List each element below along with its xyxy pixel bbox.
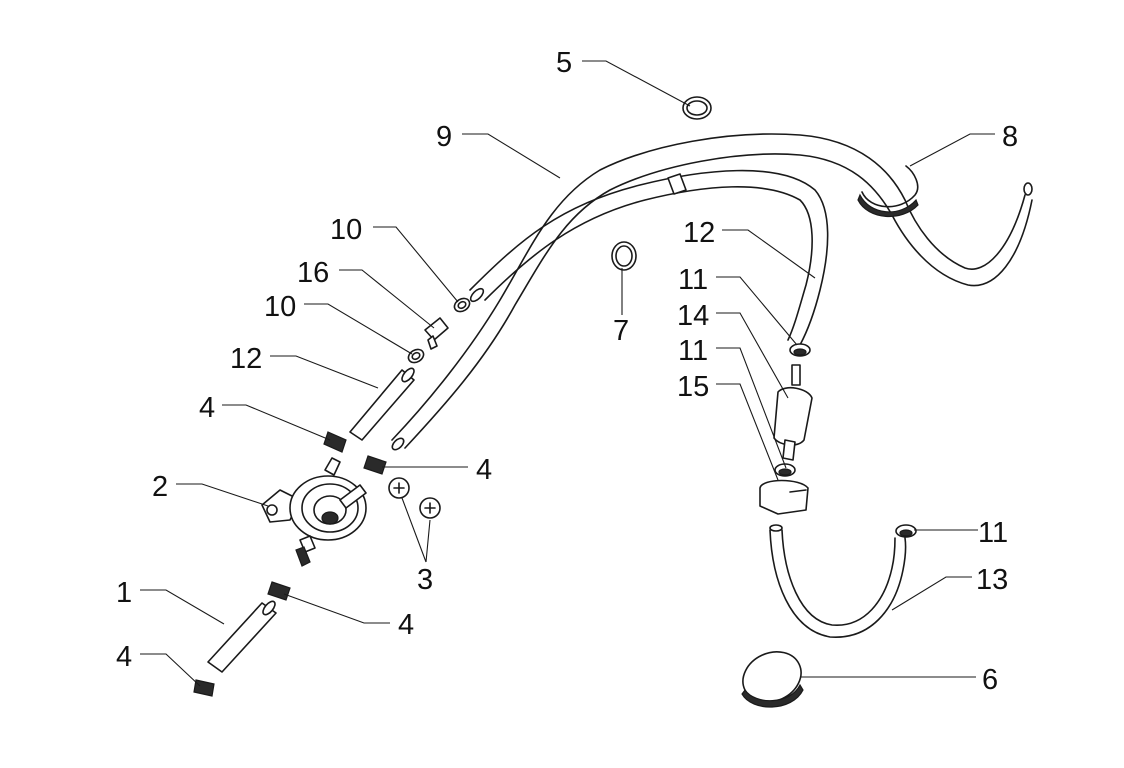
hose-clamp-6 [741,651,804,708]
callout-10-lower: 10 [264,291,296,323]
callout-12-left: 12 [230,343,262,375]
hose-clamp-7 [611,241,637,271]
screw-3-a [388,477,410,499]
hose-clamp-5 [682,96,712,120]
callout-1: 1 [116,577,132,609]
short-hose-12 [349,367,415,441]
callout-11-middle: 11 [678,335,708,367]
clamp-4-bottom [193,679,215,697]
fuel-filter-14 [773,364,813,461]
clamp-11-top [789,343,811,357]
callout-16: 16 [297,257,329,289]
callout-5: 5 [556,47,572,79]
leader-lines [140,60,995,687]
clamp-4-upper-left [323,431,347,453]
callout-labels: 5 9 8 10 16 10 12 12 7 11 14 11 15 4 4 2… [116,47,1018,696]
callout-4-upper-left: 4 [199,392,215,424]
main-fuel-hose [391,133,1033,451]
callout-10-upper: 10 [330,214,362,246]
clamp-4-right [363,455,387,475]
callout-11-bottom: 11 [978,517,1008,549]
screw-3-b [419,497,441,519]
bracket-15 [759,479,809,515]
callout-7: 7 [613,315,629,347]
callout-13: 13 [976,564,1008,596]
callout-15: 15 [677,371,709,403]
clamp-11-middle [774,463,796,477]
callout-3: 3 [417,564,433,596]
callout-8: 8 [1002,121,1018,153]
lower-hose-13 [769,524,907,638]
callout-12-right: 12 [683,217,715,249]
callout-9: 9 [436,121,452,153]
callout-14: 14 [677,300,709,332]
callout-6: 6 [982,664,998,696]
clamp-10-lower [407,348,425,364]
return-hose [469,169,829,346]
clamp-11-bottom [895,524,917,538]
callout-11-top: 11 [678,264,708,296]
callout-4-lower: 4 [398,609,414,641]
clamp-4-lower [267,581,291,601]
fitting-16 [424,317,449,350]
hose-1 [207,600,277,673]
callout-2: 2 [152,471,168,503]
callout-4-bottom: 4 [116,641,132,673]
fuel-valve-2 [261,457,367,567]
callout-4-right: 4 [476,454,492,486]
hose-clamp-8 [857,165,919,218]
